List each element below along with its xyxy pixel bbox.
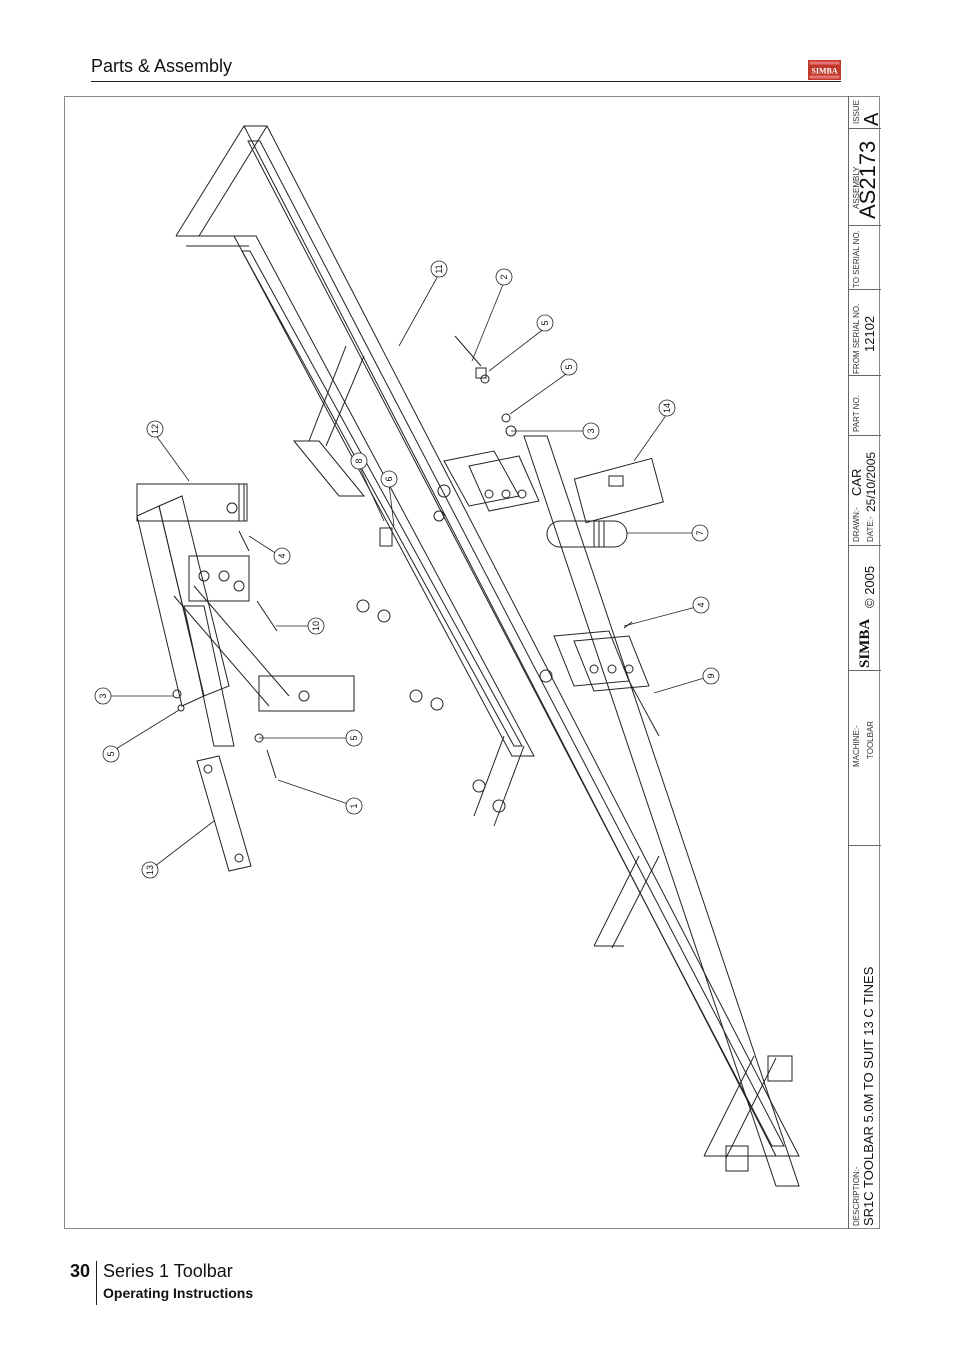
callout-7: 7 — [695, 530, 705, 535]
link-arm-13 — [196, 755, 252, 872]
footer-series-title: Series 1 Toolbar — [103, 1261, 233, 1281]
from-serial-cell: FROM SERIAL NO. 12102 — [849, 290, 881, 376]
part-no-label: PART NO. — [852, 395, 861, 432]
date-label: DATE:- — [866, 516, 875, 542]
page-number: 30 — [70, 1261, 91, 1281]
to-serial-cell: TO SERIAL NO. — [849, 226, 881, 290]
callout-9: 9 — [706, 673, 716, 678]
machine-value: TOOLBAR — [866, 720, 875, 759]
title-block: ISSUE A ASSEMBLY AS2173 TO SERIAL NO. FR… — [848, 96, 883, 1229]
svg-text:SIMBA: SIMBA — [811, 67, 837, 76]
headstock-bracket — [136, 483, 355, 747]
exploded-assembly-drawing: 11 2 5 5 3 14 12 8 6 7 4 10 4 9 3 5 5 1 … — [94, 125, 800, 1187]
drawn-date-cell: DRAWN:- CAR DATE:- 25/10/2005 — [849, 436, 881, 546]
machine-label: MACHINE:- — [852, 725, 861, 767]
date-value: 25/10/2005 — [864, 451, 878, 512]
callout-2: 2 — [499, 274, 509, 279]
simba-logo: SIMBA — [808, 60, 841, 80]
toolbar-frame — [175, 125, 800, 1187]
callout-5: 5 — [564, 364, 574, 369]
from-serial-value: 12102 — [862, 315, 877, 352]
issue-value: A — [861, 112, 883, 126]
issue-label: ISSUE — [852, 99, 861, 124]
assembly-cell: ASSEMBLY AS2173 — [849, 129, 881, 226]
footer-subtitle: Operating Instructions — [103, 1285, 254, 1301]
callout-14: 14 — [662, 403, 672, 413]
callout-5: 5 — [540, 320, 550, 325]
from-serial-label: FROM SERIAL NO. — [852, 303, 861, 374]
callout-4: 4 — [277, 553, 287, 558]
footer-divider — [96, 1261, 97, 1305]
callout-5: 5 — [106, 751, 116, 756]
copyright-text: © 2005 — [862, 565, 877, 608]
callout-bubbles — [94, 260, 720, 879]
callout-12: 12 — [150, 424, 160, 434]
loose-parts — [172, 335, 664, 779]
header-divider — [91, 81, 841, 82]
description-cell: DESCRIPTION:- SR1C TOOLBAR 5.0M TO SUIT … — [849, 846, 881, 1229]
callout-13: 13 — [145, 865, 155, 875]
callout-3: 3 — [586, 428, 596, 433]
section-title: Parts & Assembly — [91, 56, 233, 76]
part-no-cell: PART NO. — [849, 376, 881, 436]
copyright-cell: SIMBA © 2005 — [849, 546, 881, 671]
title-block-logo: SIMBA — [857, 618, 873, 668]
callout-4: 4 — [696, 602, 706, 607]
callout-3: 3 — [98, 693, 108, 698]
callout-10: 10 — [311, 621, 321, 631]
callout-6: 6 — [384, 476, 394, 481]
description-label: DESCRIPTION:- — [852, 1166, 861, 1226]
drawn-label: DRAWN:- — [852, 507, 861, 542]
mounting-plates — [356, 450, 650, 813]
callout-11: 11 — [434, 264, 444, 273]
assembly-value: AS2173 — [855, 140, 880, 219]
to-serial-label: TO SERIAL NO. — [852, 230, 861, 288]
callout-8: 8 — [354, 458, 364, 463]
callout-1: 1 — [349, 803, 359, 808]
issue-cell: ISSUE A — [849, 96, 883, 129]
callouts — [104, 273, 712, 871]
drawing-frame — [64, 96, 880, 1229]
machine-cell: MACHINE:- TOOLBAR — [849, 671, 881, 846]
callout-5: 5 — [349, 735, 359, 740]
drawn-value: CAR — [849, 468, 864, 496]
description-value: SR1C TOOLBAR 5.0M TO SUIT 13 C TINES — [861, 966, 876, 1226]
